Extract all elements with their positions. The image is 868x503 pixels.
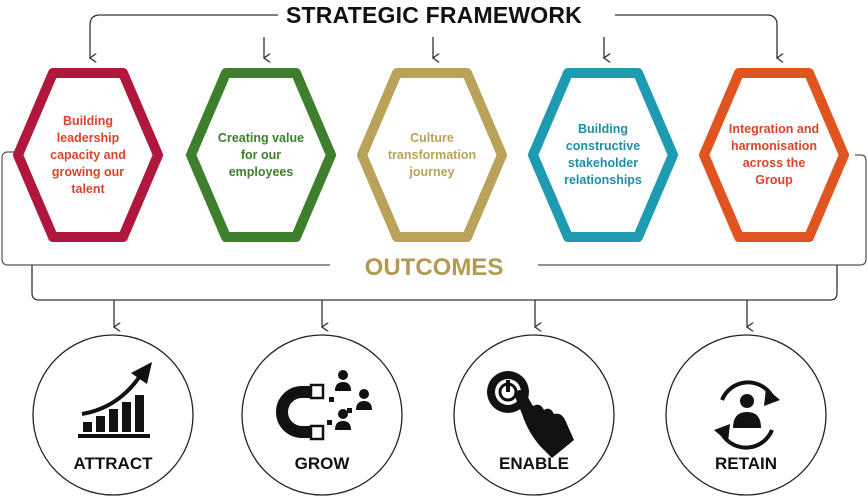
- pillar-hexagons: [13, 68, 849, 242]
- framework-connectors: [90, 14, 777, 58]
- diagram-title: STRATEGIC FRAMEWORK: [286, 2, 582, 28]
- pillar-hexagon-4: [528, 68, 678, 242]
- bracket-right: [538, 154, 867, 266]
- person-cycle-icon: [714, 380, 780, 450]
- connector-right: [615, 14, 777, 58]
- outcome-label-retain: RETAIN: [714, 454, 777, 473]
- outcome-label-enable: ENABLE: [499, 454, 569, 473]
- pillar-hexagon-1: [13, 68, 163, 242]
- bracket-left: [1, 151, 330, 266]
- pillar-hexagon-5: [699, 68, 849, 242]
- pillar-label-3: Culture transformation journey: [387, 131, 477, 179]
- pillar-hexagon-3: [357, 68, 507, 242]
- outcome-label-grow: GROW: [294, 454, 350, 473]
- magnet-people-icon: [276, 370, 372, 441]
- outcomes-bracket: [1, 151, 867, 266]
- hand-power-button-icon: [487, 371, 574, 458]
- pillar-hexagon-2: [186, 68, 336, 242]
- connector-left: [90, 14, 278, 58]
- growth-chart-icon: [78, 362, 152, 438]
- outcomes-connectors: [31, 265, 838, 327]
- pillar-label-4: Building constructive stakeholder relati…: [564, 122, 642, 187]
- pillar-label-2: Creating value for our employees: [217, 131, 305, 179]
- outcome-label-attract: ATTRACT: [73, 454, 153, 473]
- outcome-circle-grow: [241, 334, 403, 496]
- pillar-label-5: Integration and harmonisation across the…: [728, 122, 820, 187]
- outcomes-distribution-line: [31, 265, 838, 301]
- pillar-label-1: Building leadership capacity and growing…: [50, 114, 126, 196]
- outcomes-title: OUTCOMES: [364, 254, 504, 281]
